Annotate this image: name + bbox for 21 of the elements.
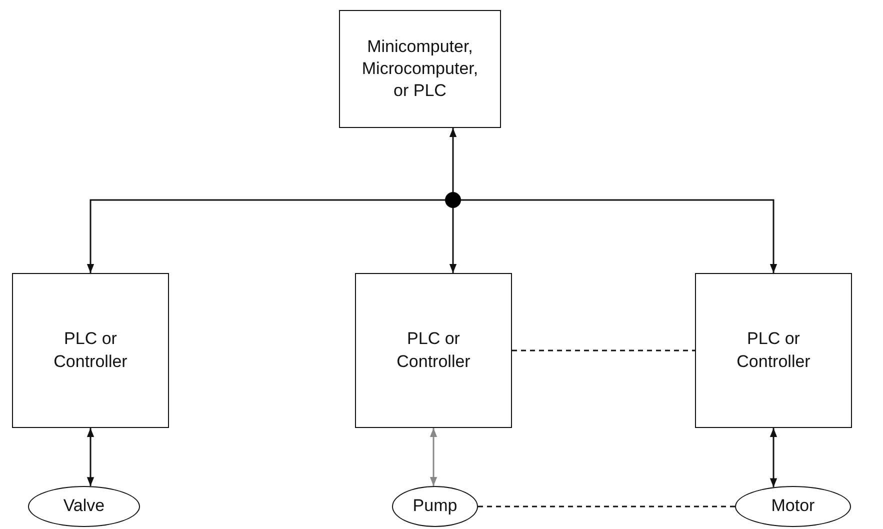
process-box xyxy=(339,10,501,128)
node-label: Minicomputer, Microcomputer, or PLC xyxy=(360,36,480,102)
process-box xyxy=(12,273,169,428)
process-box xyxy=(695,273,852,428)
arrow xyxy=(449,208,457,273)
arrow xyxy=(86,199,445,273)
arrow xyxy=(86,428,94,486)
arrow xyxy=(449,128,457,192)
dashed-line xyxy=(512,350,695,352)
arrow xyxy=(461,199,778,273)
node-label: PLC or Controller xyxy=(52,328,128,372)
node-label: PLC or Controller xyxy=(396,328,472,372)
node-label: PLC or Controller xyxy=(736,328,812,372)
node-label: Pump xyxy=(412,495,458,518)
arrow xyxy=(770,428,778,488)
node-label: Valve xyxy=(63,495,105,518)
node-label: Motor xyxy=(771,495,815,518)
dashed-line xyxy=(478,506,735,508)
process-box xyxy=(355,273,512,428)
junction-dot xyxy=(445,192,461,208)
arrow xyxy=(430,428,438,486)
